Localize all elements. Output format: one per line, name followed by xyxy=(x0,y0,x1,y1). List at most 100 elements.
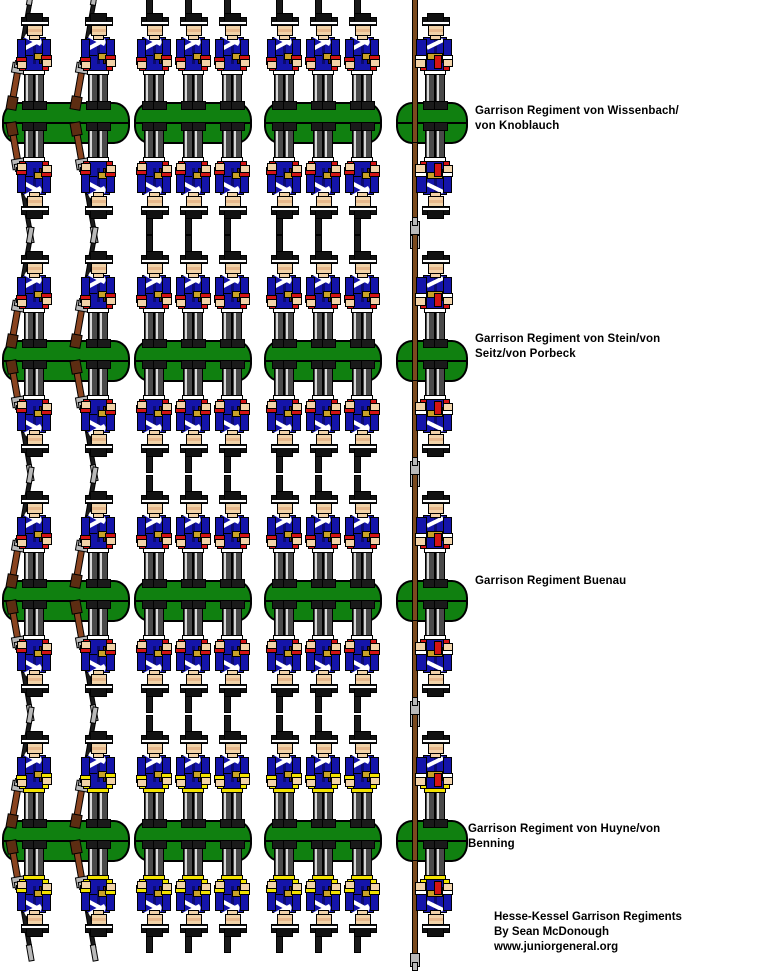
figure-group-g3 xyxy=(264,716,382,952)
regiment-row: Garrison Regiment von Wissenbach/ von Kn… xyxy=(0,0,764,256)
figure-front-half xyxy=(295,0,351,116)
paper-figure xyxy=(295,476,351,712)
credit-block: Hesse-Kessel Garrison Regiments By Sean … xyxy=(494,911,682,953)
figure-front-half xyxy=(256,0,312,116)
figure-front-half xyxy=(165,0,221,116)
paper-figure xyxy=(165,236,221,472)
figure-reverse-half xyxy=(334,116,390,234)
paper-figure xyxy=(295,236,351,472)
figure-group-g1 xyxy=(2,467,130,721)
paper-figure xyxy=(404,458,460,730)
figure-reverse-half xyxy=(6,594,62,721)
paper-figure xyxy=(70,707,126,961)
figure-front-half xyxy=(204,0,260,116)
paper-figure xyxy=(334,0,390,234)
paper-figure xyxy=(165,716,221,952)
figure-front-half xyxy=(404,458,460,620)
figure-front-half xyxy=(334,476,390,594)
paper-figure xyxy=(204,476,260,712)
figure-reverse-half xyxy=(6,354,62,481)
paper-figure xyxy=(204,716,260,952)
fold-line xyxy=(2,360,130,362)
figure-front-half xyxy=(126,0,182,116)
paper-figure xyxy=(6,707,62,961)
fold-line xyxy=(2,840,130,842)
figure-front-half xyxy=(165,236,221,354)
figure-front-half xyxy=(204,716,260,834)
figure-front-half xyxy=(6,467,62,594)
paper-figure xyxy=(6,0,62,243)
paper-figure xyxy=(334,716,390,952)
paper-figure xyxy=(126,476,182,712)
paper-figure xyxy=(70,0,126,243)
figure-group-g1 xyxy=(2,0,130,243)
figure-group-g2 xyxy=(134,0,252,234)
paper-figure xyxy=(404,0,460,252)
figure-reverse-half xyxy=(70,594,126,721)
figure-reverse-half xyxy=(204,116,260,234)
regiment-caption: Garrison Regiment von Stein/von Seitz/vo… xyxy=(475,333,661,360)
paper-figure xyxy=(256,476,312,712)
figure-reverse-half xyxy=(204,354,260,472)
figure-group-g3 xyxy=(264,236,382,472)
figure-front-half xyxy=(165,716,221,834)
paper-figure xyxy=(256,0,312,234)
figure-group-g3 xyxy=(264,476,382,712)
paper-figure xyxy=(6,467,62,721)
paper-figure xyxy=(204,236,260,472)
paper-figure xyxy=(6,227,62,481)
figure-group-g4 xyxy=(396,698,468,970)
figure-front-half xyxy=(70,467,126,594)
figure-front-half xyxy=(204,236,260,354)
regiment-caption: Garrison Regiment von Huyne/von Benning xyxy=(468,823,661,850)
figure-front-half xyxy=(165,476,221,594)
regiment-row: Garrison Regiment von Huyne/von Benning xyxy=(0,698,764,974)
paper-figure xyxy=(334,476,390,712)
figure-front-half xyxy=(404,0,460,142)
figure-group-g1 xyxy=(2,707,130,961)
figure-front-half xyxy=(126,476,182,594)
figure-front-half xyxy=(295,236,351,354)
figure-group-g2 xyxy=(134,236,252,472)
regiment-caption: Garrison Regiment von Wissenbach/ von Kn… xyxy=(475,105,679,132)
figure-front-half xyxy=(334,716,390,834)
regiment-row: Garrison Regiment Buenau xyxy=(0,458,764,734)
figure-front-half xyxy=(70,227,126,354)
figure-front-half xyxy=(334,0,390,116)
figure-front-half xyxy=(404,698,460,860)
paper-figure xyxy=(295,0,351,234)
figure-reverse-half xyxy=(70,354,126,481)
figure-reverse-half xyxy=(6,116,62,243)
paper-figure xyxy=(334,236,390,472)
paper-figure xyxy=(165,0,221,234)
paper-figure xyxy=(70,227,126,481)
figure-front-half xyxy=(6,707,62,834)
figure-front-half xyxy=(256,476,312,594)
figure-group-g4 xyxy=(396,0,468,252)
figure-front-half xyxy=(256,716,312,834)
paper-figure xyxy=(126,0,182,234)
paper-figure xyxy=(404,218,460,490)
paper-figure xyxy=(70,467,126,721)
fold-line xyxy=(2,600,130,602)
figure-front-half xyxy=(70,0,126,116)
figure-reverse-half xyxy=(334,354,390,472)
figure-front-half xyxy=(126,716,182,834)
figure-front-half xyxy=(6,227,62,354)
figure-front-half xyxy=(6,0,62,116)
paper-figure xyxy=(256,236,312,472)
figure-front-half xyxy=(295,716,351,834)
figure-group-g1 xyxy=(2,227,130,481)
figure-front-half xyxy=(70,707,126,834)
figure-reverse-half xyxy=(334,834,390,952)
paper-figure xyxy=(126,716,182,952)
figure-group-g4 xyxy=(396,218,468,490)
paper-figure xyxy=(165,476,221,712)
figure-reverse-half xyxy=(204,834,260,952)
figure-reverse-half xyxy=(204,594,260,712)
regiment-caption: Garrison Regiment Buenau xyxy=(475,575,627,587)
figure-group-g2 xyxy=(134,716,252,952)
paper-figure xyxy=(256,716,312,952)
figure-group-g3 xyxy=(264,0,382,234)
